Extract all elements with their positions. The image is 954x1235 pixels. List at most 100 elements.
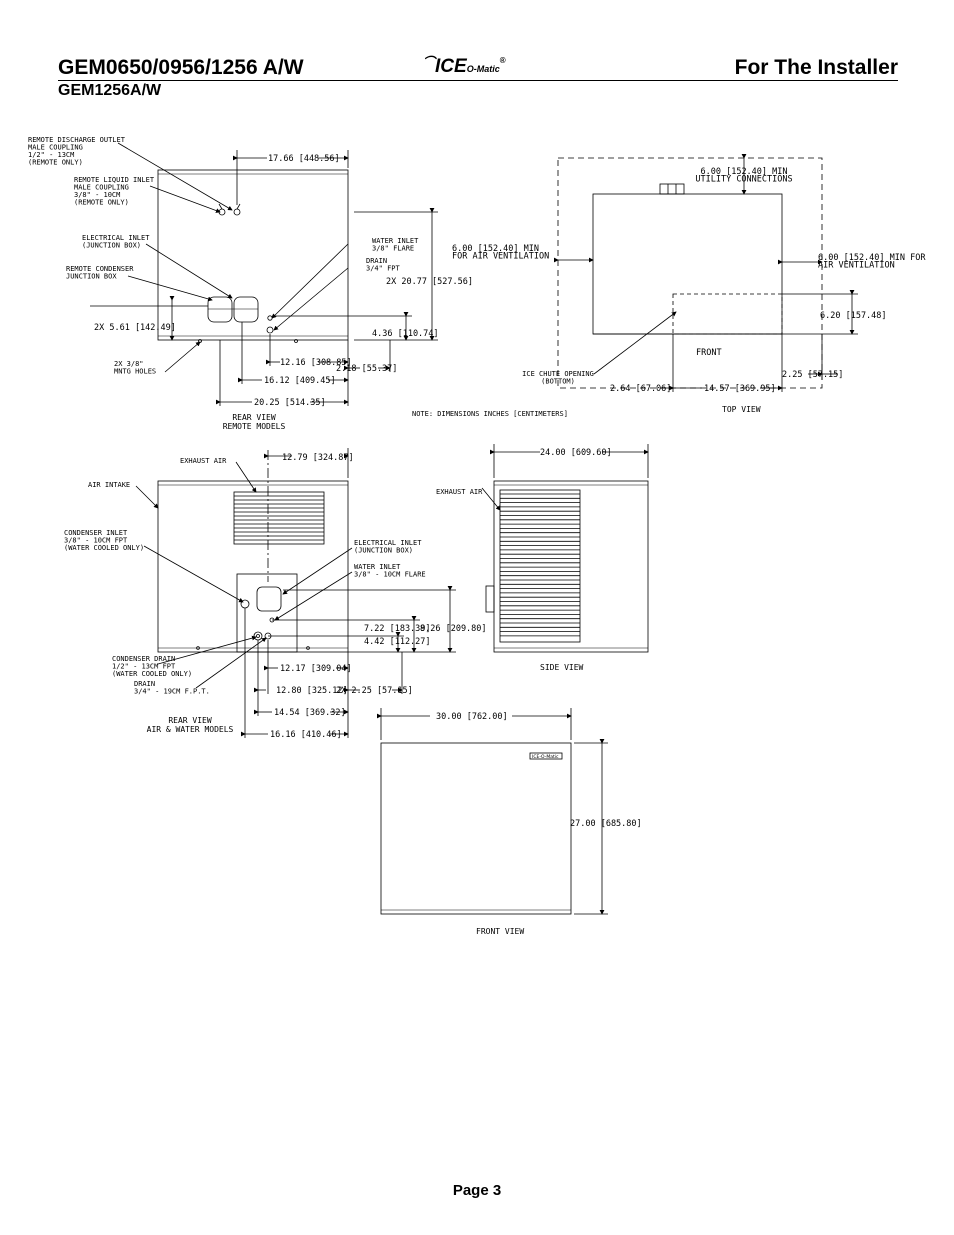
- dim-rear-height: 2X 20.77 [527.56]: [386, 277, 473, 287]
- label-line: REMOTE CONDENSER: [66, 265, 134, 273]
- rear-view-air-water: [135, 448, 456, 738]
- top-view-cabinet: [592, 193, 783, 335]
- dim-aw-i: 8.26 [209.80]: [420, 624, 487, 634]
- label-line: 3/8" - 10CM FPT: [64, 537, 128, 545]
- dim-rear-b: 2.18 [55.37]: [336, 364, 397, 374]
- dim-aw-top: 12.79 [324.87]: [282, 453, 354, 463]
- dim-rear-side: 2X 5.61 [142.49]: [94, 323, 176, 333]
- top-view: [554, 154, 858, 392]
- rear-aw-labels: EXHAUST AIR 12.79 [324.87] AIR INTAKE CO…: [64, 453, 487, 740]
- dim-depth: 6.20 [157.48]: [820, 311, 887, 321]
- front-view-labels: 30.00 [762.00] 27.00 [685.80] ICE-O-Mati…: [436, 712, 642, 936]
- dim-aw-m: 2X 2.25 [57.15]: [336, 686, 413, 696]
- side-louvers: [500, 493, 580, 637]
- model-title: GEM0650/0956/1256 A/W: [58, 56, 304, 79]
- label-line: ELECTRICAL INLET: [354, 539, 422, 547]
- dim-front-top: 30.00 [762.00]: [436, 712, 508, 722]
- dim-top-e: 2.64 [67.06]: [610, 384, 671, 394]
- dim-rear-a: 12.16 [308.85]: [280, 358, 352, 368]
- label-line: 3/8" - 10CM FLARE: [354, 571, 426, 579]
- top-view-title: TOP VIEW: [722, 405, 761, 414]
- dimension-note: NOTE: DIMENSIONS INCHES [CENTIMETERS]: [412, 410, 568, 418]
- label-line: (WATER COOLED ONLY): [64, 544, 144, 552]
- label-line: AIR VENTILATION: [818, 261, 895, 271]
- dim-side-top: 24.00 [609.60]: [540, 448, 612, 458]
- header-rule: [58, 80, 898, 81]
- front-view-title: FRONT VIEW: [476, 927, 524, 936]
- ice-o-matic-logo: ⌒ICEO-Matic®: [423, 55, 506, 78]
- label-line: REMOTE MODELS: [223, 422, 286, 431]
- label-line: 1/2" - 13CM FPT: [112, 663, 176, 671]
- label-line: (JUNCTION BOX): [82, 242, 141, 250]
- label-line: WATER INLET: [354, 563, 401, 571]
- label-aw-electrical: ELECTRICAL INLET(JUNCTION BOX): [354, 539, 422, 555]
- dim-top-g: 2.25 [57.15]: [782, 370, 843, 380]
- dim-aw-n: 14.54 [369.32]: [274, 708, 346, 718]
- page-number: Page 3: [452, 1182, 502, 1199]
- dim-rear-d: 20.25 [514.35]: [254, 398, 326, 408]
- front-view: [377, 708, 608, 915]
- dim-aw-k: 12.17 [309.04]: [280, 664, 352, 674]
- dim-aw-h: 7.22 [183.39]: [364, 624, 431, 634]
- label-side-exhaust: EXHAUST AIR: [436, 488, 483, 496]
- dim-aw-o: 16.16 [410.46]: [270, 730, 342, 740]
- side-view: [481, 444, 649, 653]
- dim-aw-l: 12.80 [325.12]: [276, 686, 348, 696]
- side-view-title: SIDE VIEW: [540, 663, 584, 672]
- dim-rear-top: 17.66 [448.56]: [268, 154, 340, 164]
- label-line: DRAIN: [134, 680, 155, 688]
- logo-sub: O-Matic: [466, 64, 500, 74]
- logo-swoosh-icon: ⌒: [423, 55, 436, 69]
- logo-registered: ®: [499, 56, 506, 65]
- label-front: FRONT: [696, 348, 722, 358]
- label-air-intake: AIR INTAKE: [88, 481, 130, 489]
- label-line: MALE COUPLING: [74, 184, 129, 192]
- label-line: (WATER COOLED ONLY): [112, 670, 192, 678]
- side-view-labels: 24.00 [609.60] EXHAUST AIR SIDE VIEW: [436, 448, 612, 672]
- label-line: REMOTE DISCHARGE OUTLET: [28, 136, 126, 144]
- dim-top-f: 14.57 [369.95]: [704, 384, 776, 394]
- top-view-outline: [557, 157, 823, 389]
- front-view-cabinet: [380, 742, 572, 915]
- label-electrical-inlet: ELECTRICAL INLET(JUNCTION BOX): [82, 234, 150, 250]
- label-line: REAR VIEW: [168, 716, 212, 725]
- label-exhaust-air: EXHAUST AIR: [180, 457, 227, 465]
- label-line: REAR VIEW: [232, 413, 276, 422]
- dim-rear-c: 16.12 [409.45]: [264, 376, 336, 386]
- label-line: 2X 3/8": [114, 360, 144, 368]
- label-line: (JUNCTION BOX): [354, 547, 413, 555]
- label-line: WATER INLET: [372, 237, 419, 245]
- label-line: 3/4" FPT: [366, 265, 401, 273]
- label-line: CONDENSER INLET: [64, 529, 128, 537]
- label-ice-chute: ICE CHUTE OPENING(BOTTOM): [522, 370, 594, 386]
- label-line: 1/2" - 13CM: [28, 151, 74, 159]
- label-line: FOR AIR VENTILATION: [452, 252, 549, 262]
- label-line: REMOTE LIQUID INLET: [74, 176, 155, 184]
- label-line: MALE COUPLING: [28, 144, 83, 152]
- label-line: UTILITY CONNECTIONS: [695, 175, 792, 185]
- label-line: MNTG HOLES: [114, 368, 156, 376]
- rear-aw-cabinet: [157, 480, 349, 653]
- label-line: 3/8" - 10CM: [74, 191, 120, 199]
- label-line: (REMOTE ONLY): [74, 199, 129, 207]
- dim-aw-j: 4.42 [112.27]: [364, 637, 431, 647]
- rear-view-remote: [90, 142, 438, 406]
- label-line: 3/8" FLARE: [372, 245, 414, 253]
- label-line: 3/4" - 19CM F.P.T.: [134, 688, 210, 696]
- label-line: AIR & WATER MODELS: [147, 725, 234, 734]
- label-line: (REMOTE ONLY): [28, 159, 83, 167]
- label-line: (BOTTOM): [541, 378, 575, 386]
